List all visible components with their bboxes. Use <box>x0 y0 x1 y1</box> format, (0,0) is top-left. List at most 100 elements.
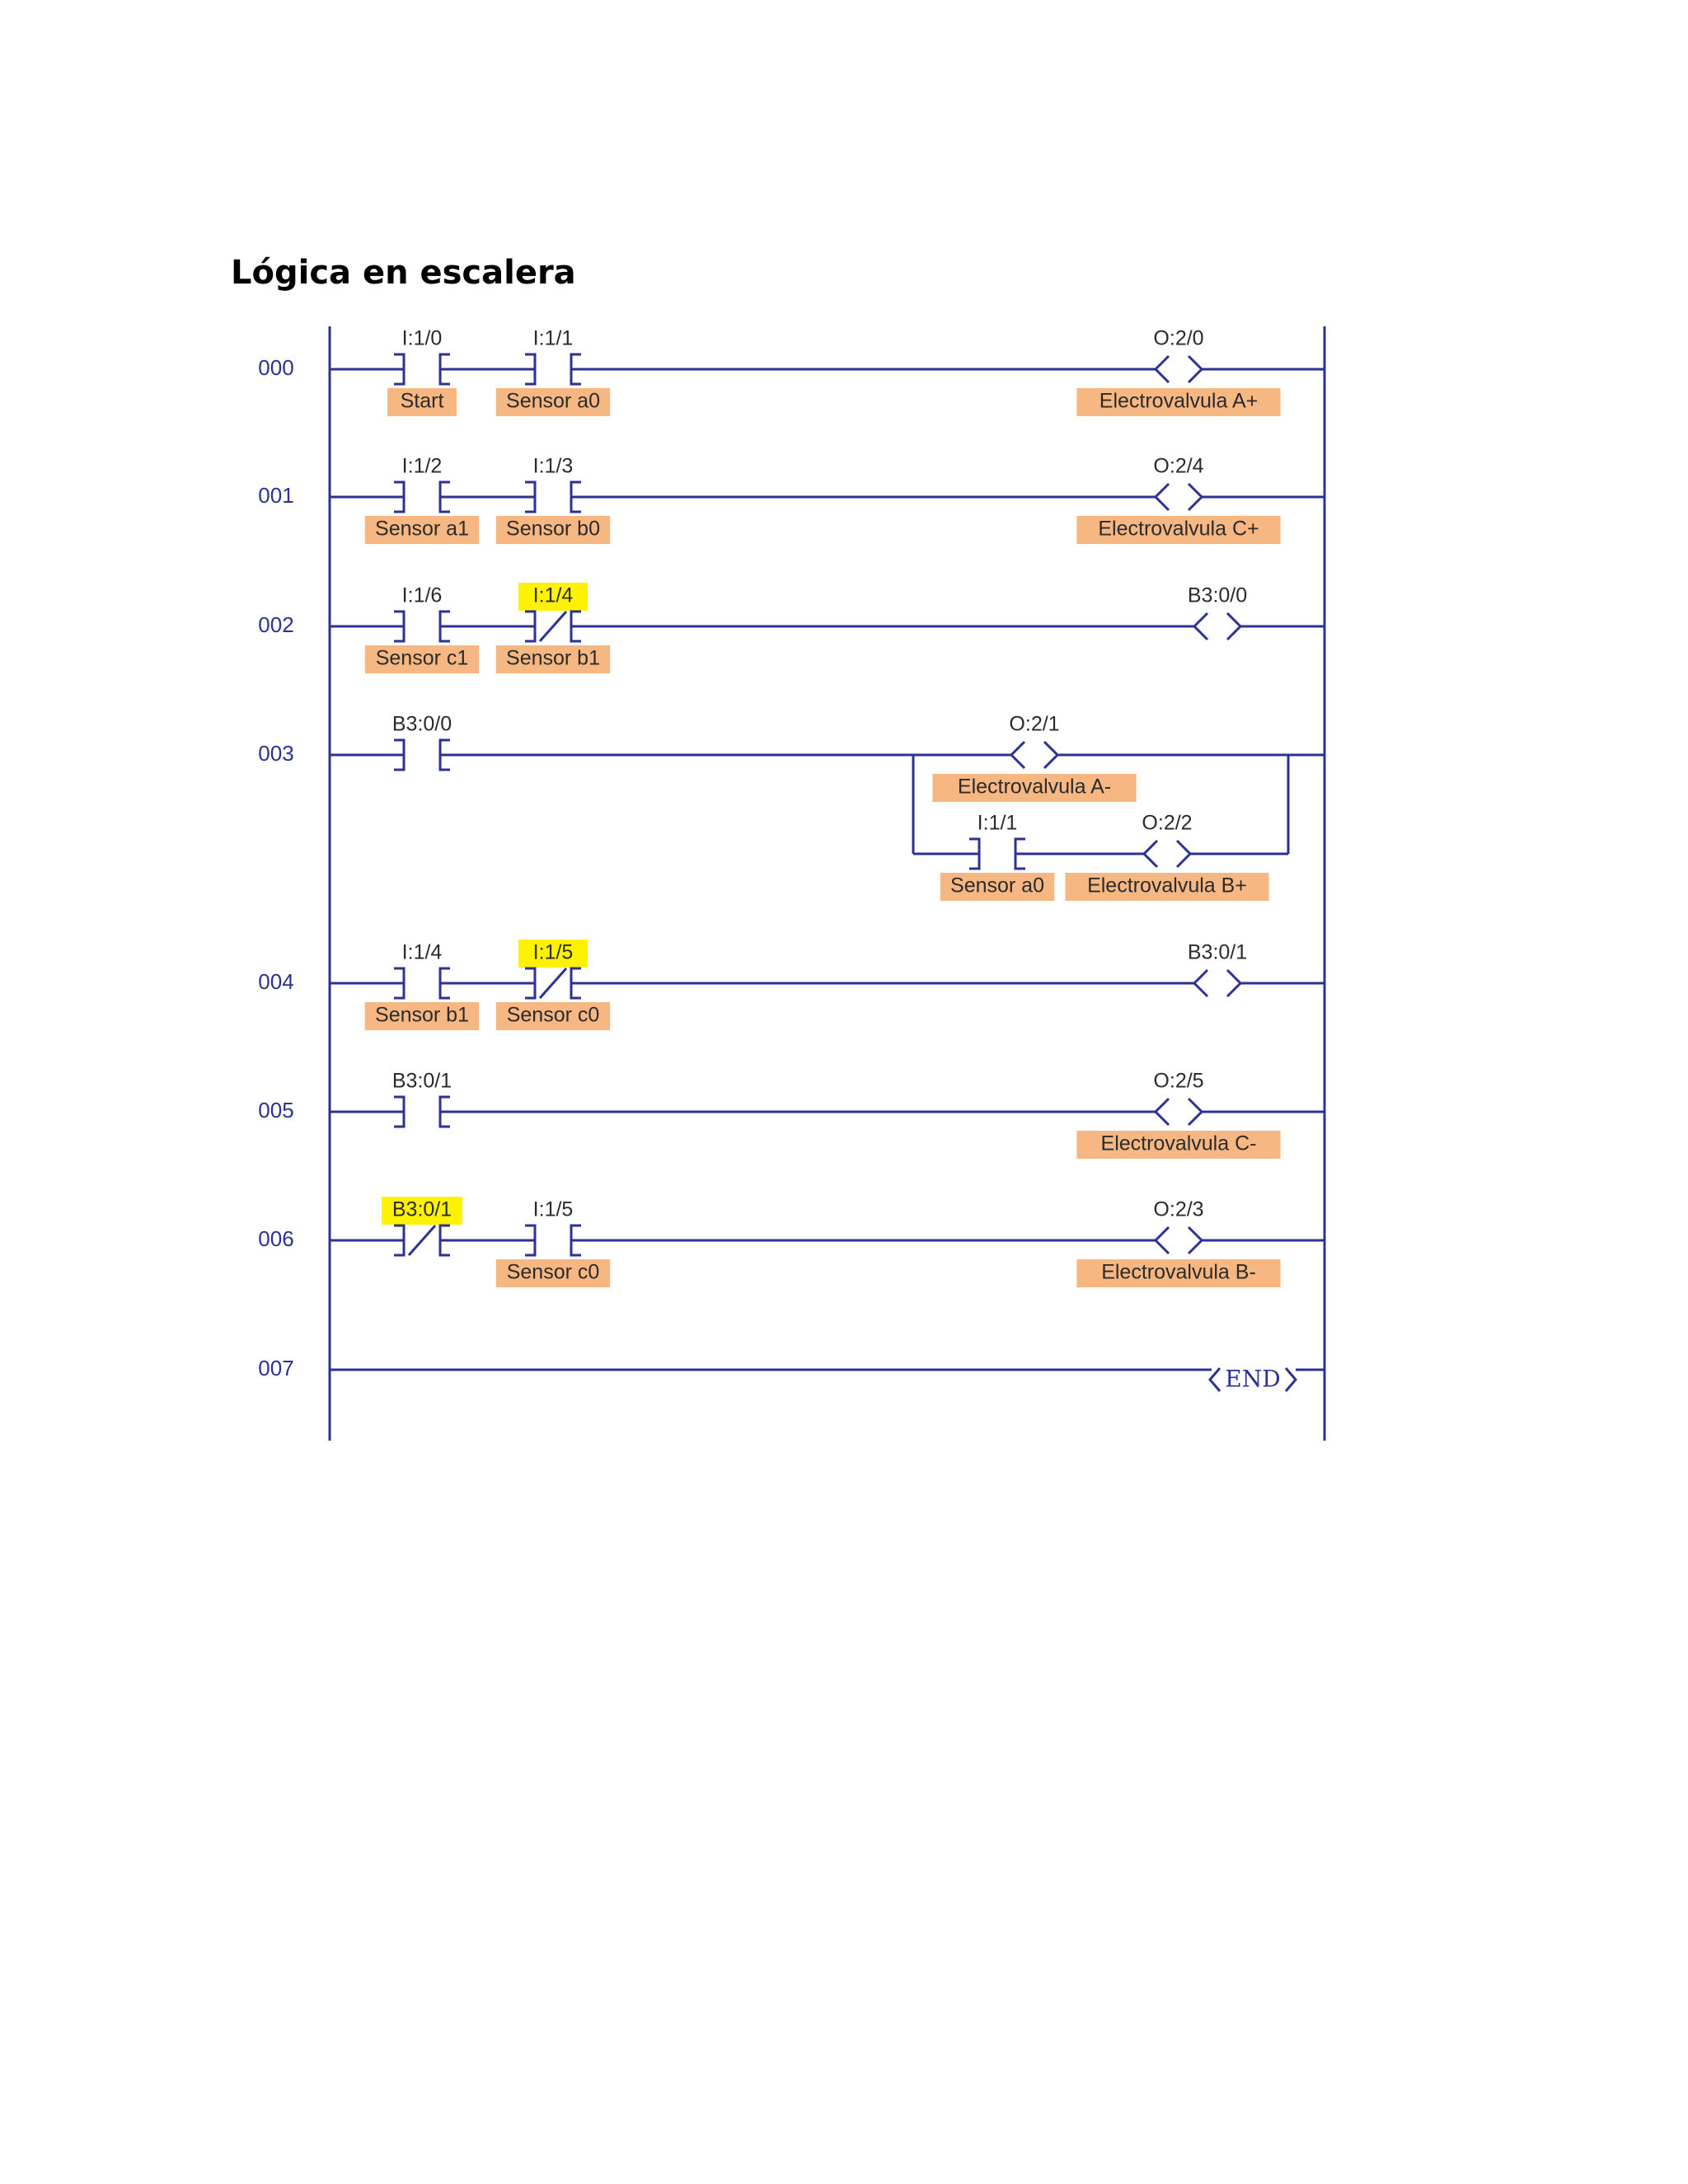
rung-006-coil-address: O:2/3 <box>1153 1198 1203 1221</box>
rung-001-contact-1-address-group: I:1/2 <box>402 455 443 478</box>
rung-002-number: 002 <box>258 612 293 637</box>
rung-006-coil-right-arc <box>1187 1226 1204 1255</box>
rung-005-coil-address-group: O:2/5 <box>1153 1070 1203 1093</box>
rung-006-contact-2-address: I:1/5 <box>533 1198 574 1221</box>
rung-007-end-right <box>1284 1367 1297 1392</box>
rung-003-branch-coil-label-group: Electrovalvula B+ <box>1065 873 1269 901</box>
rung-003-branch-coil-label-bg <box>1065 873 1269 901</box>
rung-006-contact-1-address-bg <box>382 1197 462 1225</box>
rung-004-coil-right-arc <box>1226 968 1243 998</box>
rung-000-coil-label: Electrovalvula A+ <box>1100 390 1258 413</box>
rung-004-contact-1-label: Sensor b1 <box>375 1004 469 1027</box>
rung-002-contact-1-label-group: Sensor c1 <box>364 645 480 673</box>
rung-001-coil-right-arc <box>1187 482 1204 512</box>
rung-001-coil-left-arc <box>1153 482 1170 512</box>
rung-005-coil-address: O:2/5 <box>1153 1070 1203 1093</box>
rung-004-contact-1-label-bg <box>364 1002 480 1030</box>
rung-003-branch-coil-address-group: O:2/2 <box>1142 812 1192 835</box>
rung-005-contact-1-address: B3:0/1 <box>392 1070 452 1093</box>
rung-002-coil-address-group: B3:0/0 <box>1188 584 1247 607</box>
rung-002-contact-2-address-group: I:1/4 <box>518 583 588 611</box>
rung-003-coil-address: O:2/1 <box>1009 713 1059 736</box>
rung-002-contact-2-nc-slash <box>538 611 568 642</box>
rung-001-coil-label-group: Electrovalvula C+ <box>1076 516 1281 544</box>
rung-007-end-left <box>1208 1367 1221 1392</box>
rung-003-coil-label-bg <box>932 774 1137 802</box>
rung-005-coil-label-group: Electrovalvula C- <box>1076 1131 1281 1159</box>
rung-003-branch-coil-address: O:2/2 <box>1142 812 1192 835</box>
rung-000-contact-2-label: Sensor a0 <box>506 390 600 413</box>
rung-003-branch-coil-label: Electrovalvula B+ <box>1087 874 1247 898</box>
rung-003-contact-1-address: B3:0/0 <box>392 713 452 736</box>
rung-003-number-group: 003 <box>258 741 293 766</box>
rung-001-contact-1-label: Sensor a1 <box>375 518 469 541</box>
rung-004-contact-1-address-group: I:1/4 <box>402 941 443 964</box>
rung-006-contact-2-label: Sensor c0 <box>507 1261 600 1284</box>
rung-005-coil-left-arc <box>1153 1097 1170 1127</box>
rung-002-coil-address: B3:0/0 <box>1188 584 1247 607</box>
rung-006-contact-2-address-group: I:1/5 <box>533 1198 574 1221</box>
rung-003-branch-coil-left-arc <box>1142 839 1159 869</box>
rung-003-number: 003 <box>258 741 293 766</box>
rung-001-contact-2-address-group: I:1/3 <box>533 455 574 478</box>
rung-003-branch-coil-right-arc <box>1175 839 1193 869</box>
rung-002-coil-symbol <box>1192 612 1243 641</box>
rung-002-contact-2-address-bg <box>518 583 588 611</box>
rung-000-contact-1-address-group: I:1/0 <box>402 327 443 350</box>
rung-003-coil-label-group: Electrovalvula A- <box>932 774 1137 802</box>
rung-004-contact-2-label-group: Sensor c0 <box>495 1002 611 1030</box>
rung-000-coil-address-group: O:2/0 <box>1153 327 1203 350</box>
rung-007-end-text: END <box>1225 1366 1280 1393</box>
rung-001-contact-1-label-group: Sensor a1 <box>364 516 480 544</box>
rung-006-coil-address-group: O:2/3 <box>1153 1198 1203 1221</box>
rung-004-coil-symbol <box>1192 968 1243 998</box>
rung-000-contact-2-address-group: I:1/1 <box>533 327 574 350</box>
rung-000-contact-1-address: I:1/0 <box>402 327 443 350</box>
rung-003-branch-contact-label-bg <box>940 873 1055 901</box>
rung-004-contact-2-address: I:1/5 <box>533 941 574 964</box>
rung-006-coil-label-group: Electrovalvula B- <box>1076 1259 1281 1287</box>
rung-006-contact-2-label-bg <box>495 1259 611 1287</box>
rung-006-coil-label-bg <box>1076 1259 1281 1287</box>
rung-003-contact-1-address-group: B3:0/0 <box>392 713 452 736</box>
rung-006-number-group: 006 <box>258 1226 293 1251</box>
rung-000-contact-1-label: Start <box>401 390 444 413</box>
rung-001-coil-address: O:2/4 <box>1153 455 1203 478</box>
rung-007-end-instruction: END <box>1208 1366 1297 1393</box>
rung-004-contact-2-address-group: I:1/5 <box>518 940 588 968</box>
rung-000-coil-label-group: Electrovalvula A+ <box>1076 388 1281 416</box>
rung-004-contact-2-nc-slash <box>538 968 568 999</box>
rung-003-branch-contact-label: Sensor a0 <box>950 874 1044 898</box>
rung-000-coil-address: O:2/0 <box>1153 327 1203 350</box>
rung-001-coil-label-bg <box>1076 516 1281 544</box>
rung-002-contact-1-address-group: I:1/6 <box>402 584 443 607</box>
rung-002-contact-1-label: Sensor c1 <box>376 647 469 670</box>
rung-003-branch-coil-symbol <box>1142 839 1193 869</box>
rung-000-contact-2-address: I:1/1 <box>533 327 574 350</box>
rung-001-contact-2-label-bg <box>495 516 611 544</box>
rung-005-number: 005 <box>258 1098 293 1122</box>
rung-001-contact-2-label-group: Sensor b0 <box>495 516 611 544</box>
rung-006-coil-left-arc <box>1153 1226 1170 1255</box>
rung-001-contact-1-label-bg <box>364 516 480 544</box>
rung-006-number: 006 <box>258 1226 293 1251</box>
rung-005-coil-label-bg <box>1076 1131 1281 1159</box>
rung-004-contact-1-address: I:1/4 <box>402 941 443 964</box>
rung-006-contact-1-nc-slash <box>407 1225 437 1256</box>
rung-000-coil-symbol <box>1153 354 1204 384</box>
rung-002-coil-right-arc <box>1226 612 1243 641</box>
rung-005-number-group: 005 <box>258 1098 293 1122</box>
rung-002-contact-2-label-bg <box>495 645 611 673</box>
rung-000-contact-1-label-bg <box>387 388 457 416</box>
rung-002-contact-1-address: I:1/6 <box>402 584 443 607</box>
rung-004-coil-address: B3:0/1 <box>1188 941 1247 964</box>
rung-002-number-group: 002 <box>258 612 293 637</box>
rung-002-contact-2-label-group: Sensor b1 <box>495 645 611 673</box>
rung-001-coil-label: Electrovalvula C+ <box>1098 518 1259 541</box>
rung-005-coil-label: Electrovalvula C- <box>1101 1132 1257 1155</box>
rung-002-contact-2-label: Sensor b1 <box>506 647 600 670</box>
rung-006-contact-2-label-group: Sensor c0 <box>495 1259 611 1287</box>
rung-003-coil-symbol <box>1009 740 1060 770</box>
